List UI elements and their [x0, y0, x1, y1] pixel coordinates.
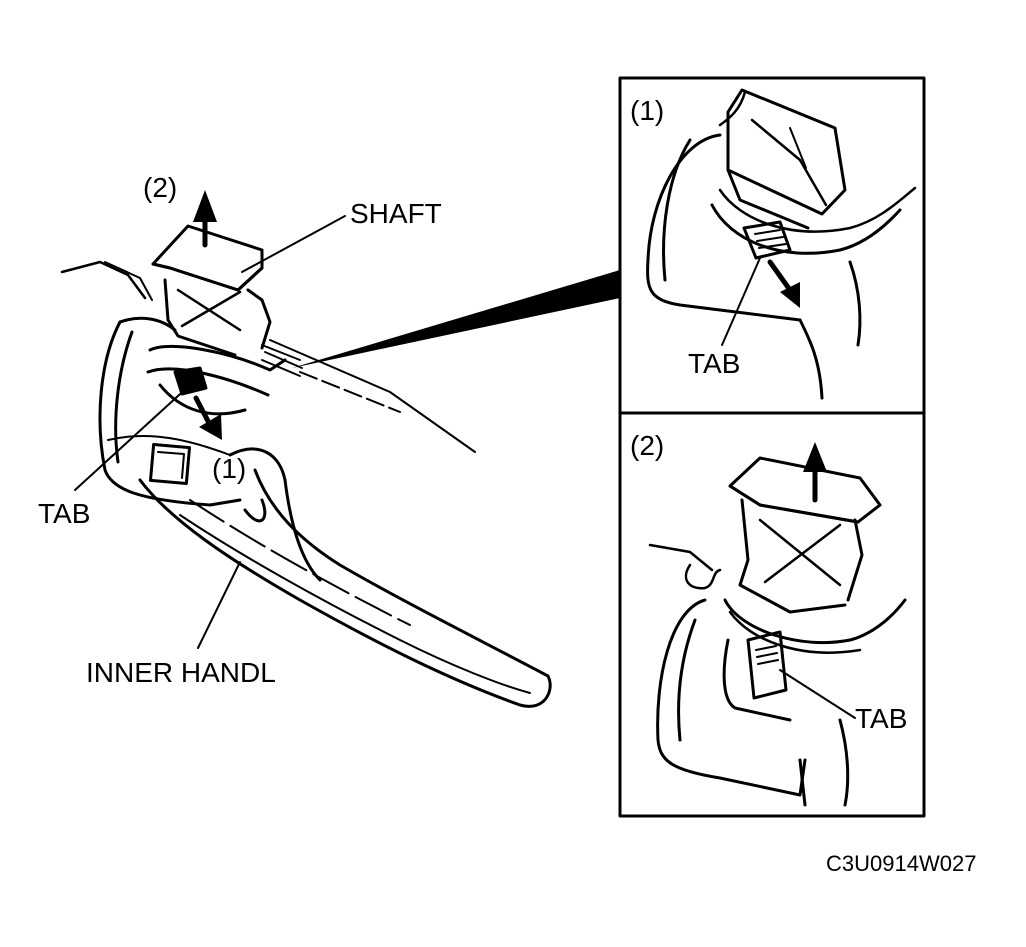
inset1-collar	[710, 203, 902, 255]
callout-wedge	[292, 270, 620, 368]
door-panel-edge	[60, 260, 147, 300]
housing-square-slot	[148, 442, 192, 486]
inset2-collar	[723, 598, 907, 645]
inset-1-tab-label: TAB	[688, 348, 740, 379]
door-trim-line-lower	[299, 371, 401, 413]
handle-housing	[98, 320, 242, 507]
inset1-housing-inner	[662, 138, 692, 282]
arrow-down-main	[193, 395, 213, 428]
inset1-arrow-head	[780, 282, 800, 308]
inset-1-step-label: (1)	[630, 95, 664, 126]
inset2-shaft-cap-top	[728, 484, 860, 524]
inset2-tab-leader	[779, 669, 856, 719]
inset1-shaft-cap	[726, 88, 847, 216]
inset-2-tab-label: TAB	[855, 703, 907, 734]
shaft-body-left	[163, 278, 237, 357]
shaft-collar	[148, 344, 287, 372]
shaft-fins-1	[261, 344, 301, 361]
inset1-tab-ribs	[754, 229, 787, 249]
shaft-fins-2	[264, 351, 303, 369]
housing-bottom-band	[107, 435, 231, 456]
inner-handle-lever	[138, 468, 552, 708]
inset1-arrow	[767, 259, 793, 293]
inset2-arrow-head	[803, 442, 827, 472]
inset1-shaft-line	[789, 127, 807, 169]
shaft-base	[158, 383, 247, 416]
tab-label-main: TAB	[38, 498, 90, 529]
step-1-label-main: (1)	[212, 453, 246, 484]
step-2-label-main: (2)	[143, 172, 177, 203]
inset2-body-lower	[798, 758, 807, 807]
tab-main-leader	[74, 384, 191, 491]
inner-handle-label: INNER HANDL	[86, 657, 276, 688]
shaft-leader	[241, 215, 346, 273]
inset1-shaft-front	[726, 168, 810, 230]
inset2-body-right	[838, 718, 850, 807]
inset1-tab-leader	[721, 257, 761, 346]
inset2-housing	[656, 598, 807, 797]
inset2-x-brace-2	[763, 523, 842, 584]
inset-1-illustration	[646, 88, 917, 400]
inset1-door-curve	[718, 90, 747, 127]
inset-2-step-label: (2)	[630, 430, 664, 461]
handle-pivot-curve	[243, 498, 267, 523]
door-panel-edge-inner	[104, 261, 153, 301]
arrow-up-main-head	[193, 190, 217, 222]
shaft-label: SHAFT	[350, 198, 442, 229]
inset1-collar-2	[718, 186, 917, 233]
inset2-housing-inner	[677, 618, 697, 742]
handle-housing-inner	[114, 330, 134, 464]
figure-code: C3U0914W027	[826, 851, 976, 876]
inset2-shaft-right	[846, 518, 864, 602]
inset1-body	[798, 318, 824, 400]
inset1-tab-part	[742, 220, 792, 260]
inset-2-illustration	[648, 442, 907, 807]
tab-main-part	[173, 366, 208, 396]
shaft-x-brace-2	[180, 290, 242, 328]
door-trim-line-upper	[269, 339, 476, 453]
housing-square-slot-inner	[157, 451, 185, 479]
shaft-cap-top	[151, 262, 264, 292]
inset2-door-curve	[684, 563, 722, 590]
handle-pivot-body	[228, 447, 322, 582]
inset2-shaft-left	[738, 498, 847, 614]
inset2-body	[722, 638, 792, 722]
inset1-housing	[646, 133, 802, 322]
inner-handle-lever-groove	[179, 514, 531, 694]
shaft-fins-3	[261, 359, 301, 377]
shaft-collar-lower	[146, 367, 270, 397]
main-illustration	[60, 190, 620, 708]
inset1-body-right	[848, 260, 862, 347]
inset1-shaft-inner	[750, 118, 828, 207]
inset-frame	[618, 76, 926, 818]
inner-handle-lever-groove2	[189, 499, 411, 626]
shaft-body-right	[246, 288, 272, 350]
inset2-tab-part	[746, 630, 788, 700]
inset2-x-brace-1	[758, 518, 842, 587]
inset2-door-line	[648, 543, 714, 572]
inset2-tab-ribs	[755, 645, 779, 665]
arrow-down-main-head	[199, 414, 222, 440]
inner-handle-leader	[197, 561, 241, 649]
